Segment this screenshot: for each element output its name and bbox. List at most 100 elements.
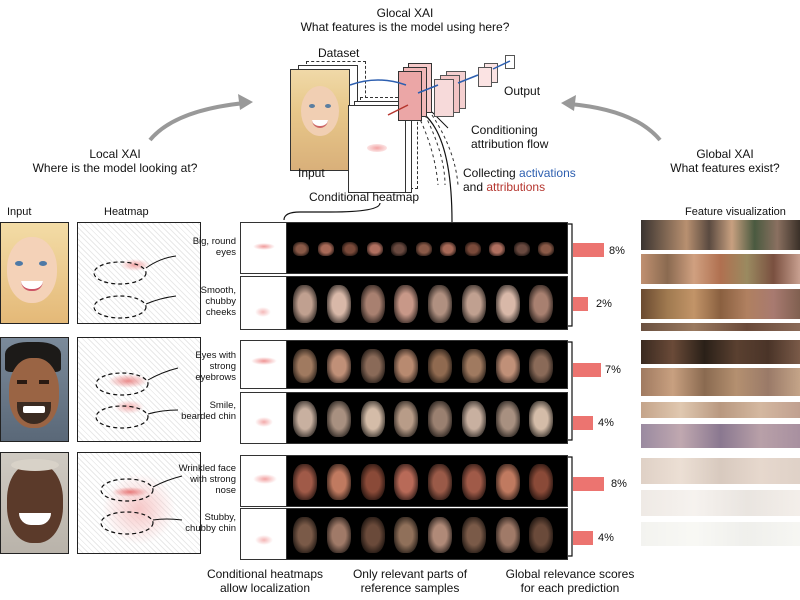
local-title: Local XAI [89, 147, 141, 161]
concept-label-6: Stubby, chubby chin [185, 512, 236, 534]
reference-patch [538, 242, 555, 256]
reference-patch [326, 464, 351, 500]
reference-patch [326, 517, 351, 553]
input-column-header: Input [7, 206, 32, 218]
heatmap-man [77, 337, 201, 442]
glocal-subtitle: What features is the model using here? [300, 20, 510, 34]
cond-heatmap-5 [240, 455, 288, 507]
relevance-score-6: 4% [598, 532, 614, 544]
relevance-bar-2 [573, 297, 588, 311]
global-title: Global XAI [696, 147, 754, 161]
concept-label-2: Smooth, chubby cheeks [200, 285, 236, 318]
local-subtitle: Where is the model looking at? [32, 161, 198, 175]
reference-patch [489, 242, 506, 256]
relevance-score-1: 8% [609, 245, 625, 257]
reference-patch [440, 242, 457, 256]
cond-heatmap-6 [240, 508, 288, 560]
reference-patch [495, 285, 520, 323]
dataset-label: Dataset [318, 46, 360, 60]
reference-patch [394, 464, 419, 500]
reference-patch [529, 349, 554, 383]
reference-patch [461, 464, 486, 500]
cond-heatmap-4 [240, 392, 288, 444]
heatmap-old-man [77, 452, 201, 554]
relevance-bar-4 [573, 416, 593, 430]
reference-strip-6 [286, 508, 568, 560]
feature-vis-6 [641, 368, 800, 396]
reference-patch [461, 349, 486, 383]
relevance-bar-5 [573, 477, 604, 491]
conditional-heatmap-image [348, 105, 406, 193]
cond-heatmap-1 [240, 222, 288, 274]
reference-patch [495, 517, 520, 553]
activations-word: activations [519, 166, 576, 180]
reference-patch [495, 401, 520, 437]
relevance-score-2: 2% [596, 298, 612, 310]
reference-patch [461, 401, 486, 437]
heatmap-girl [77, 222, 201, 324]
feature-vis-10 [641, 490, 800, 516]
reference-patch [326, 401, 351, 437]
input-photo-man [0, 337, 69, 442]
reference-patch [529, 517, 554, 553]
reference-patch [360, 517, 385, 553]
reference-patch [326, 285, 351, 323]
conditioning-label: Conditioning attribution flow [471, 123, 549, 151]
reference-patch [428, 464, 452, 500]
feature-vis-7 [641, 402, 800, 418]
concept-label-3: Eyes with strong eyebrows [195, 350, 236, 383]
reference-patch [394, 285, 419, 323]
reference-patch [360, 349, 385, 383]
reference-patch [464, 242, 481, 256]
reference-patch [513, 242, 530, 256]
heatmap-column-header: Heatmap [104, 206, 149, 218]
footer-right: Global relevance scores for each predict… [505, 567, 635, 595]
reference-patch [415, 242, 432, 256]
network-diagram [288, 55, 538, 195]
reference-patch [326, 349, 351, 383]
global-arrow-head [561, 95, 576, 111]
feature-visualization-header: Feature visualization [685, 206, 786, 218]
reference-strip-1 [286, 222, 568, 274]
reference-patch [495, 349, 520, 383]
reference-patch [360, 401, 385, 437]
conditional-heatmap-label: Conditional heatmap [309, 190, 420, 204]
glocal-title: Glocal XAI [376, 6, 434, 20]
heatmap-connector [283, 202, 381, 221]
reference-patch [529, 464, 554, 500]
input-photo-old-man [0, 452, 69, 554]
reference-strip-4 [286, 392, 568, 444]
reference-patch [293, 285, 317, 323]
reference-strip-5 [286, 455, 568, 507]
relevance-bar-1 [573, 243, 604, 257]
reference-patch [495, 464, 520, 500]
reference-patch [428, 517, 452, 553]
reference-patch [428, 401, 452, 437]
feature-vis-1 [641, 220, 800, 250]
input-photo-girl [0, 222, 69, 324]
global-subtitle: What features exist? [670, 161, 780, 175]
reference-patch [391, 242, 408, 256]
reference-patch [428, 285, 452, 323]
output-label: Output [504, 84, 541, 98]
relevance-bar-6 [573, 531, 593, 545]
reference-patch [360, 464, 385, 500]
feature-vis-3 [641, 289, 800, 319]
feature-vis-9 [641, 458, 800, 484]
reference-patch [293, 401, 317, 437]
relevance-score-4: 4% [598, 417, 614, 429]
reference-strip-2 [286, 276, 568, 330]
feature-vis-4 [641, 323, 800, 331]
local-arrow [148, 101, 246, 142]
network-input-label: Input [298, 166, 325, 180]
layer-connector [424, 114, 453, 223]
reference-patch [342, 242, 359, 256]
concept-label-1: Big, round eyes [192, 236, 236, 258]
reference-patch [428, 349, 452, 383]
concept-label-4: Smile, bearded chin [181, 400, 236, 422]
feature-vis-2 [641, 254, 800, 284]
